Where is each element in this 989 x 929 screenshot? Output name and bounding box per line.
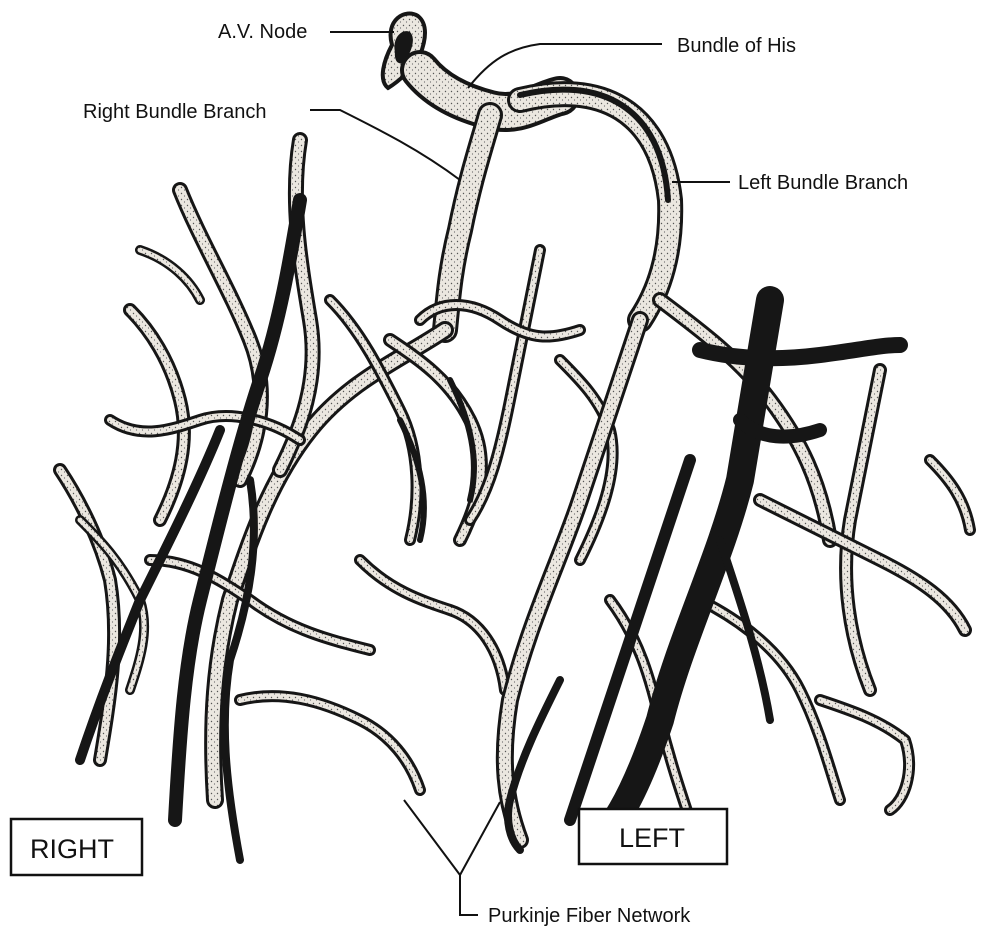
label-right-bundle-branch: Right Bundle Branch: [83, 101, 266, 123]
label-purkinje-fiber-network: Purkinje Fiber Network: [488, 905, 691, 927]
left-box-label: LEFT: [619, 823, 685, 853]
label-left-bundle-branch: Left Bundle Branch: [738, 172, 908, 194]
label-bundle-of-his: Bundle of His: [677, 35, 796, 57]
purkinje-fiber-illustration: [60, 14, 970, 840]
left-box: LEFT: [579, 809, 727, 864]
label-av-node: A.V. Node: [218, 21, 307, 43]
right-network: [60, 140, 505, 800]
right-box: RIGHT: [11, 819, 142, 875]
right-box-label: RIGHT: [30, 834, 114, 864]
leader-right-bundle-branch: [310, 110, 460, 180]
leader-purkinje: [404, 800, 500, 915]
